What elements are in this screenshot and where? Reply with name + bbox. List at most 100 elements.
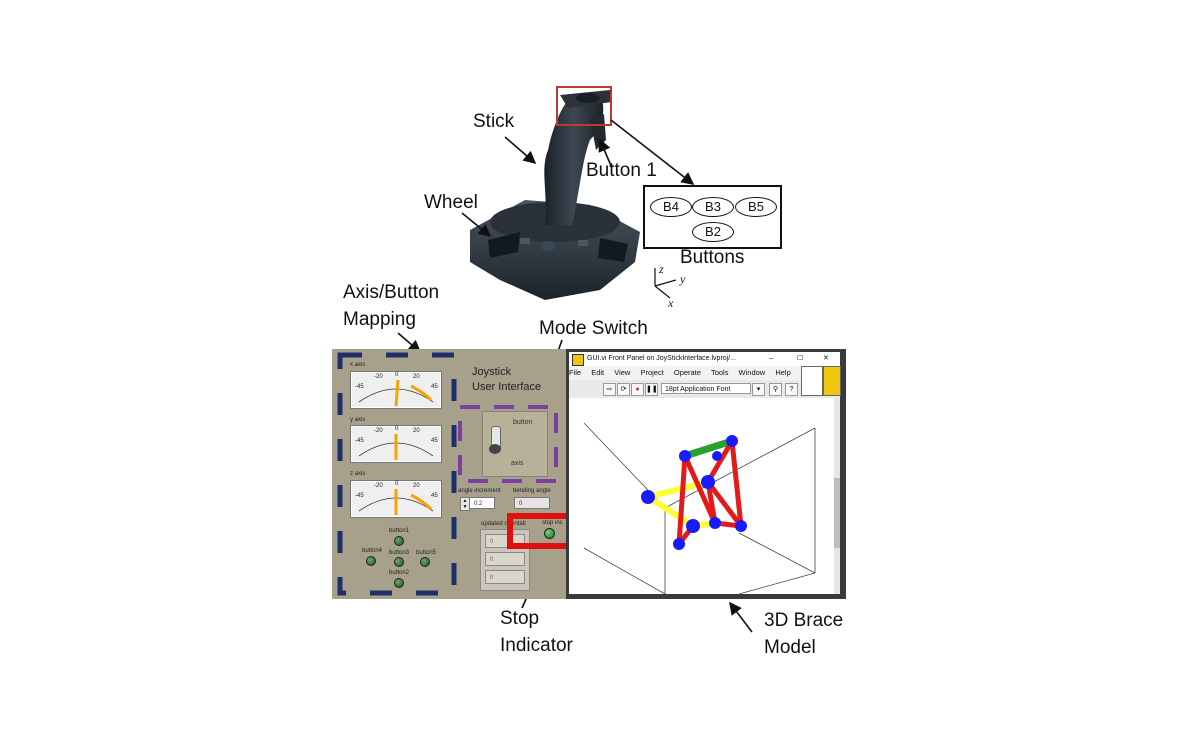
menu-project[interactable]: Project: [640, 368, 664, 377]
minimize-icon[interactable]: –: [769, 355, 773, 362]
z-axis-meter: [358, 489, 434, 515]
run-continuous-icon[interactable]: ⟳: [617, 383, 630, 396]
mode-switch-bottom-label: axis: [511, 460, 524, 467]
y-tick-20: 20: [413, 428, 420, 434]
menu-help[interactable]: Help: [775, 368, 791, 377]
help-icon[interactable]: ?: [785, 383, 798, 396]
updated-orientation-label: updated orientati: [481, 521, 526, 527]
panel-title-line1: Joystick: [472, 366, 512, 378]
mode-switch-label: Mode Switch: [539, 318, 648, 339]
y-axis-meter: [358, 434, 434, 460]
stop-indicator-annotation-line1: Stop: [500, 608, 540, 629]
x-tick-0: 0: [395, 372, 399, 378]
abort-icon[interactable]: ●: [631, 383, 644, 396]
3d-brace-model-view[interactable]: [569, 398, 834, 595]
x-axis-gauge: -45 -20 0 20 45: [350, 371, 442, 409]
buttons-label: Buttons: [680, 247, 745, 268]
stick-arrow: [504, 136, 537, 165]
wheel-label: Wheel: [424, 192, 478, 213]
y-tick-45: 45: [431, 438, 438, 444]
3d-brace-model: [583, 422, 816, 595]
button2-indicator-label: button2: [389, 570, 410, 576]
x-tick-m45: -45: [355, 384, 364, 390]
angle-increment-input[interactable]: 0.2: [469, 497, 495, 509]
y-tick-0: 0: [395, 426, 399, 432]
z-axis-label: z axis: [350, 471, 366, 477]
mapping-highlight-border: [337, 352, 457, 596]
button5-indicator-label: button5: [416, 550, 437, 556]
button1-label: Button 1: [586, 160, 657, 181]
brace-arrow: [729, 601, 753, 633]
button3-led: [394, 557, 404, 567]
button5-led: [420, 557, 430, 567]
button3-indicator-label: button3: [389, 550, 410, 556]
menu-view[interactable]: View: [614, 368, 631, 377]
y-axis-label: y axis: [350, 417, 366, 423]
run-arrow-icon[interactable]: ⇨: [603, 383, 616, 396]
labview-app-icon: [572, 354, 584, 366]
x-tick-m20: -20: [374, 374, 383, 380]
brace-model-annotation-line1: 3D Brace: [764, 610, 844, 631]
stop-indicator-annotation-line2: Indicator: [500, 635, 573, 656]
button1-indicator-label: button1: [389, 528, 410, 534]
button4-indicator-label: button4: [362, 548, 383, 554]
mode-switch[interactable]: button axis: [482, 411, 548, 477]
z-tick-45: 45: [431, 493, 438, 499]
stick-top-highlight: [556, 86, 612, 126]
font-selector[interactable]: 18pt Application Font: [661, 383, 751, 394]
joystick-front-panel: x axis -45 -20 0 20 45 y axis -45 -20 0 …: [332, 349, 568, 599]
y-axis-gauge: -45 -20 0 20 45: [350, 425, 442, 463]
axis-x-label: x: [668, 296, 674, 310]
coordinate-axes: [654, 268, 677, 299]
bending-angle-display: 0: [514, 497, 550, 509]
mode-switch-highlight-border: [458, 405, 558, 483]
axis-y-label: y: [680, 272, 686, 286]
vi-icon: [823, 366, 841, 396]
bending-angle-label: bending angle: [513, 488, 551, 494]
x-axis-label: x axis: [350, 362, 366, 368]
orientation-value-1: 0: [485, 552, 525, 566]
button-b5: B5: [735, 197, 777, 217]
button4-led: [366, 556, 376, 566]
menu-file[interactable]: File: [569, 368, 582, 377]
menu-bar: File Edit View Project Operate Tools Win…: [569, 366, 840, 380]
button-b4: B4: [650, 197, 692, 217]
scrollbar-thumb[interactable]: [834, 478, 840, 548]
window-titlebar: GUI.vi Front Panel on JoyStickInterface.…: [569, 352, 840, 366]
menu-tools[interactable]: Tools: [710, 368, 729, 377]
button1-arrow: [598, 138, 613, 169]
brace-model-annotation-line2: Model: [764, 637, 816, 658]
angle-increment-label: angle increment: [458, 488, 501, 494]
y-tick-m45: -45: [355, 438, 364, 444]
panel-title-line2: User Interface: [472, 381, 542, 393]
menu-edit[interactable]: Edit: [591, 368, 605, 377]
y-tick-m20: -20: [374, 428, 383, 434]
mode-switch-top-label: button: [513, 419, 533, 426]
stop-indicator-highlight: [507, 513, 567, 549]
z-axis-gauge: -45 -20 0 20 45: [350, 480, 442, 518]
orientation-value-2: 0: [485, 570, 525, 584]
close-icon[interactable]: ✕: [823, 355, 829, 362]
menu-operate[interactable]: Operate: [673, 368, 701, 377]
button-layout-diagram: B4 B3 B5 B2: [643, 185, 782, 249]
search-icon[interactable]: ⚲: [769, 383, 782, 396]
axis-button-mapping-label-line2: Mapping: [343, 309, 416, 330]
maximize-icon[interactable]: ☐: [797, 355, 804, 362]
mapping-arrow: [397, 332, 422, 354]
menu-window[interactable]: Window: [738, 368, 766, 377]
window-title: GUI.vi Front Panel on JoyStickInterface.…: [587, 355, 737, 362]
button2-led: [394, 578, 404, 588]
wheel-arrow: [461, 212, 492, 238]
labview-window: GUI.vi Front Panel on JoyStickInterface.…: [566, 349, 846, 599]
button-b3: B3: [692, 197, 734, 217]
vertical-scrollbar[interactable]: [834, 398, 840, 594]
font-dropdown-chevron-icon[interactable]: ▾: [752, 383, 765, 396]
stop-indicator-label: stop inc: [542, 520, 563, 526]
stick-label: Stick: [473, 111, 515, 132]
pause-icon[interactable]: ❚❚: [645, 383, 658, 396]
joystick-photo: [470, 90, 640, 300]
axis-button-mapping-label-line1: Axis/Button: [343, 282, 440, 303]
orientation-array: 0 0 0: [480, 529, 530, 591]
button-b2: B2: [692, 222, 734, 242]
axis-z-label: z: [659, 262, 664, 276]
